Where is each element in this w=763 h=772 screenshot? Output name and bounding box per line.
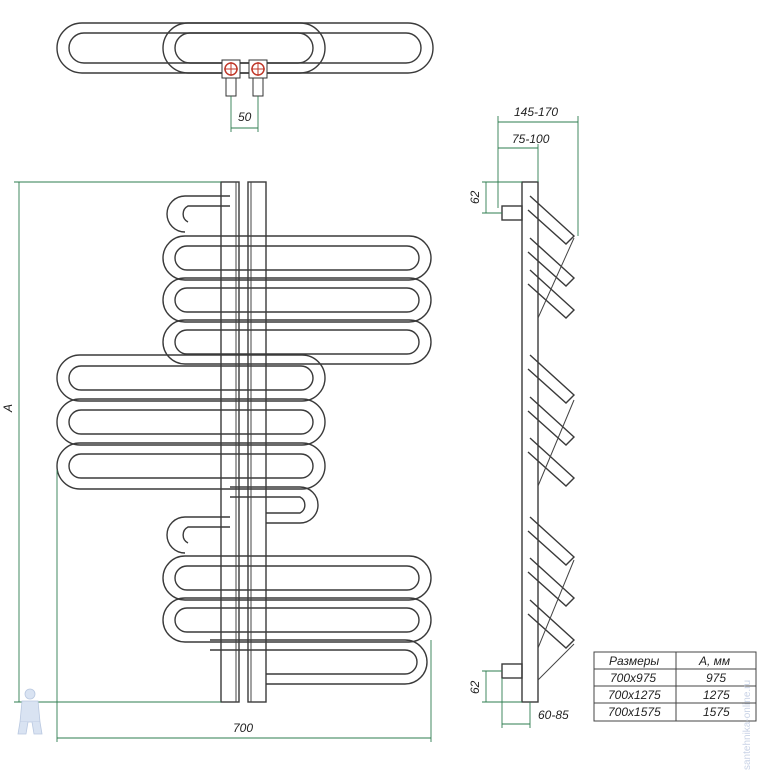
plumber-logo-icon xyxy=(17,688,43,735)
coil-right-lower xyxy=(162,516,432,685)
inlet-connector-left xyxy=(221,59,241,97)
watermark: santehnika-online.ru xyxy=(17,680,753,770)
side-bars xyxy=(527,195,576,681)
dim-label-50: 50 xyxy=(238,110,252,124)
dim-wall-distance-min: 75-100 xyxy=(498,132,550,182)
table-cell-a: 1575 xyxy=(703,705,730,719)
dim-label-700: 700 xyxy=(233,721,253,735)
coil-right-upper xyxy=(162,195,432,365)
table-header-a: А, мм xyxy=(698,654,730,668)
table-cell-a: 975 xyxy=(706,671,726,685)
dim-width: 700 xyxy=(56,470,432,742)
side-view: 145-170 75-100 62 62 60-85 xyxy=(468,105,579,728)
dim-connection-spacing: 50 xyxy=(230,96,259,132)
dim-wall-distance-max: 145-170 xyxy=(497,105,579,236)
table-cell-size: 700х1575 xyxy=(608,705,661,719)
dim-bracket-depth: 60-85 xyxy=(501,678,569,728)
dim-label-a: A xyxy=(1,404,15,413)
table-cell-size: 700х1275 xyxy=(608,688,661,702)
dim-label-145-170: 145-170 xyxy=(514,105,558,119)
table-cell-a: 1275 xyxy=(703,688,730,702)
watermark-text: santehnika-online.ru xyxy=(742,680,753,770)
dim-label-60-85: 60-85 xyxy=(538,708,569,722)
table-cell-size: 700х975 xyxy=(610,671,656,685)
size-table: Размеры А, мм 700х975 975 700х1275 1275 … xyxy=(593,651,757,722)
dim-label-62-top: 62 xyxy=(468,190,482,204)
table-header-size: Размеры xyxy=(609,654,659,668)
dim-label-62-bottom: 62 xyxy=(468,680,482,694)
inlet-connector-right xyxy=(248,59,268,97)
front-view: A 700 xyxy=(1,181,432,742)
dim-label-75-100: 75-100 xyxy=(512,132,550,146)
top-view: 50 xyxy=(56,22,434,132)
dim-height-a: A xyxy=(1,181,221,703)
dim-top-offset: 62 xyxy=(468,181,522,214)
coil-left-middle xyxy=(56,354,326,524)
dim-bottom-offset: 62 xyxy=(468,670,522,703)
